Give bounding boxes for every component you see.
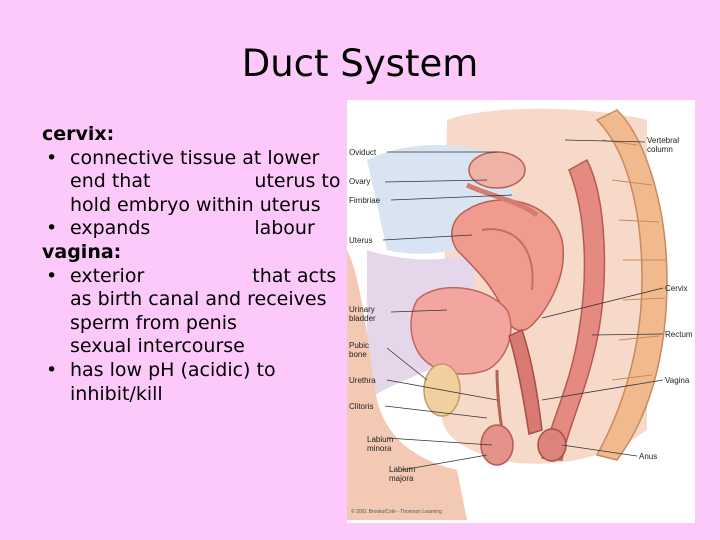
cervix-b2-b: labour	[254, 217, 315, 240]
vagina-b1-line2: as birth canal and receives	[70, 288, 327, 311]
slide-title: Duct System	[241, 42, 479, 85]
vagina-heading: vagina:	[42, 240, 122, 263]
bullet-marker: •	[46, 358, 58, 381]
uterus-shape	[451, 199, 565, 332]
leader-lines	[382, 139, 664, 471]
slide-body: cervix: • connective tissue at lower end…	[42, 123, 352, 406]
labia-shape	[480, 424, 514, 466]
cervix-b1-line2b: uterus to	[254, 170, 341, 193]
oviduct-shape	[465, 182, 539, 218]
figure-copyright: © 2001 Brooks/Cole - Thomson Learning	[351, 509, 442, 515]
vagina-b2-line1: has low pH (acidic) to	[70, 358, 276, 381]
label-labium-minora: Labium minora	[367, 435, 394, 453]
bullet-marker: •	[46, 217, 58, 240]
cervix-bullet-2: • expands labour	[42, 217, 352, 241]
label-oviduct: Oviduct	[349, 148, 377, 157]
vagina-bullet-1: • exterior that acts as birth canal and r…	[42, 265, 352, 359]
label-fimbriae: Fimbriae	[349, 196, 381, 205]
label-ovary: Ovary	[349, 177, 371, 186]
cervix-heading: cervix:	[42, 123, 115, 145]
vagina-bullet-2: • has low pH (acidic) to inhibit/kill	[42, 359, 352, 406]
vagina-b1-line1b: that acts	[252, 264, 337, 287]
ovary-shape	[468, 151, 526, 189]
bullet-marker: •	[46, 146, 58, 169]
label-clitoris: Clitoris	[349, 402, 374, 411]
label-uterus: Uterus	[349, 236, 373, 245]
label-vagina: Vagina	[665, 376, 690, 385]
vagina-b1-line3: sperm from penis	[70, 311, 237, 334]
vagina-b1-line1a: exterior	[70, 264, 145, 287]
cervix-b2-a: expands	[70, 217, 151, 240]
label-vertebral-column: Vertebral column	[647, 136, 680, 154]
label-anus: Anus	[639, 452, 658, 461]
anus-shape	[537, 428, 567, 462]
bullet-marker: •	[46, 264, 58, 287]
anatomy-figure: Oviduct Ovary Fimbriae Uterus Urinary bl…	[347, 100, 695, 523]
cervix-bullet-1: • connective tissue at lower end that ute…	[42, 147, 352, 218]
label-cervix: Cervix	[665, 284, 688, 293]
cervix-b1-line3: hold embryo within uterus	[70, 193, 321, 216]
cervix-b1-line2a: end that	[70, 170, 151, 193]
vagina-b1-line4: sexual intercourse	[70, 335, 245, 358]
anatomy-illustration	[347, 108, 668, 520]
label-urinary-bladder: Urinary bladder	[349, 305, 376, 323]
vagina-shape	[508, 328, 543, 435]
bladder-shape	[410, 287, 512, 375]
uterine-cavity	[481, 228, 534, 291]
vagina-b2-line2: inhibit/kill	[70, 382, 163, 405]
label-urethra: Urethra	[349, 376, 376, 385]
front-body-wall	[347, 250, 467, 520]
label-rectum: Rectum	[665, 330, 693, 339]
label-labium-majora: Labium majora	[389, 465, 416, 483]
label-pubic-bone: Pubic bone	[349, 341, 370, 359]
cervix-b1-line1: connective tissue at lower	[70, 146, 320, 169]
vertebra-lines	[601, 139, 666, 381]
vertebral-column	[595, 109, 668, 461]
